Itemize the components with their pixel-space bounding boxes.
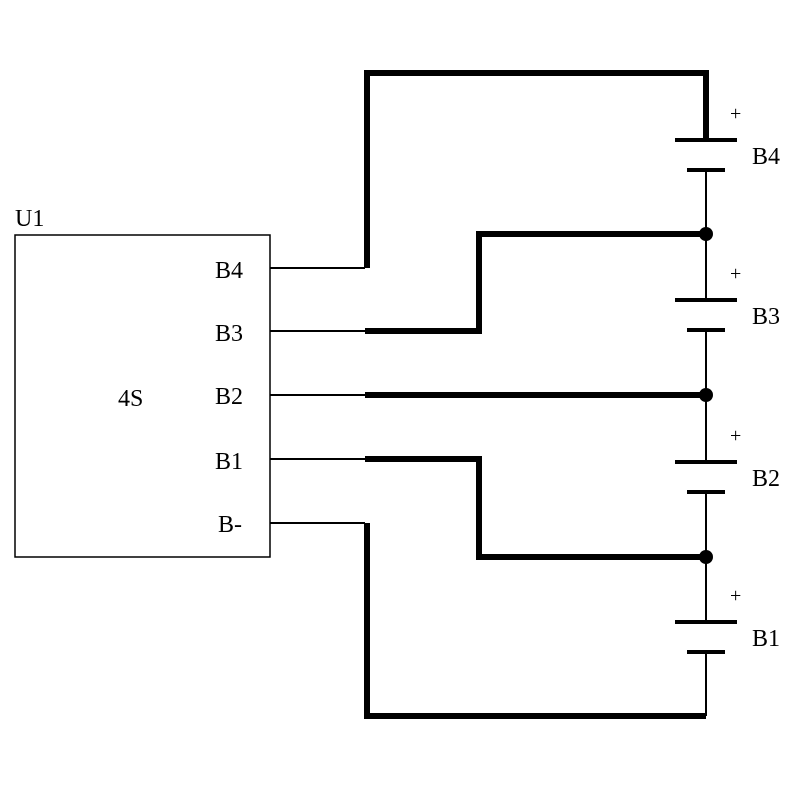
junctions: [699, 227, 713, 564]
module-name: 4S: [118, 386, 143, 412]
pin-label-b3: B3: [215, 321, 243, 347]
cell-label: B3: [752, 304, 780, 330]
cell-polarity: +: [730, 263, 741, 285]
module-u1: U1 4S B4 B3 B2 B1 B-: [14, 206, 271, 558]
pin-label-b1: B1: [215, 449, 243, 475]
module-ref: U1: [15, 206, 44, 232]
cell-b2: + B2: [675, 425, 780, 494]
cell-b4: + B4: [675, 103, 780, 172]
wire-b3: [365, 231, 706, 334]
cell-polarity: +: [730, 103, 741, 125]
pin-label-b2: B2: [215, 384, 243, 410]
junction-dot: [699, 388, 713, 402]
wire-b4: [364, 70, 709, 268]
cell-b1: + B1: [675, 585, 780, 654]
wires: [364, 70, 709, 719]
wire-b1: [365, 456, 706, 560]
pin-label-bminus: B-: [218, 512, 242, 538]
cell-polarity: +: [730, 585, 741, 607]
pin-leads: [270, 267, 365, 524]
junction-dot: [699, 227, 713, 241]
cell-label: B1: [752, 626, 780, 652]
cell-b3: + B3: [675, 263, 780, 332]
cell-label: B4: [752, 144, 780, 170]
cell-label: B2: [752, 466, 780, 492]
cell-polarity: +: [730, 425, 741, 447]
pin-label-b4: B4: [215, 258, 243, 284]
wire-bminus: [364, 523, 706, 719]
junction-dot: [699, 550, 713, 564]
